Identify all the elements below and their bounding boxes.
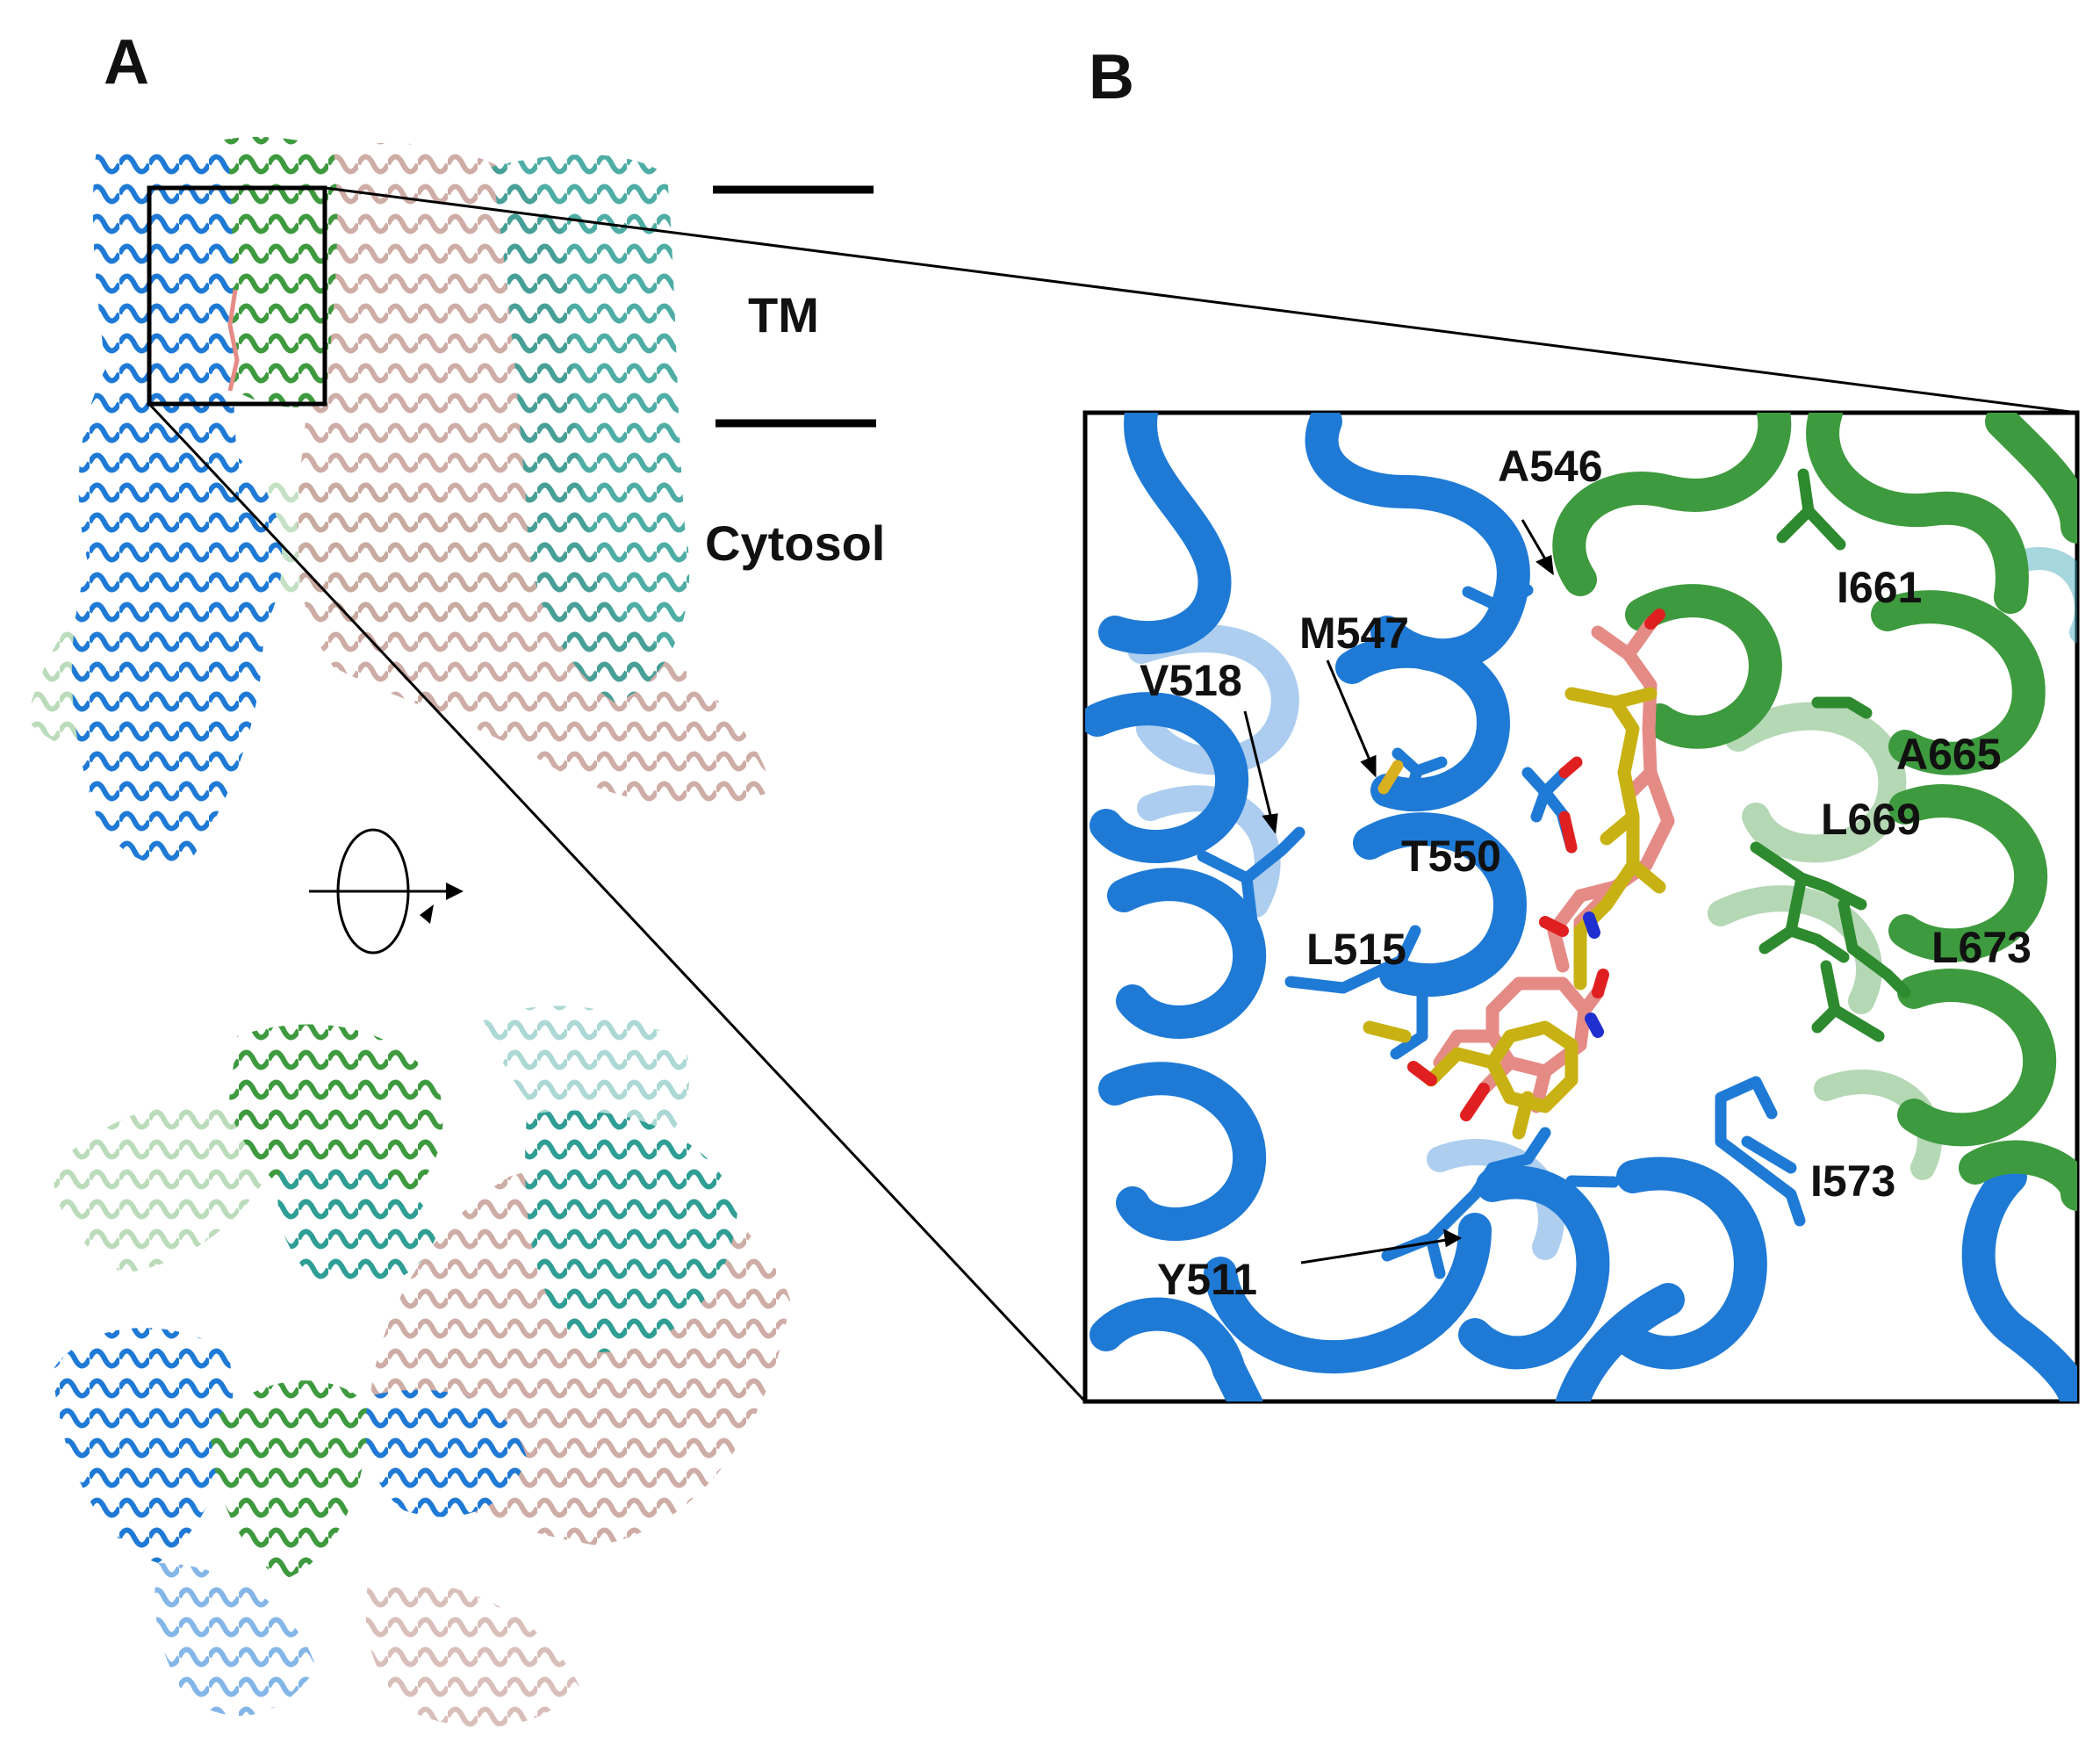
residue-label-a546: A546 bbox=[1498, 442, 1603, 491]
residue-label-v518: V518 bbox=[1140, 656, 1242, 705]
protein-top-view bbox=[53, 1005, 790, 1727]
residue-label-l515: L515 bbox=[1306, 925, 1406, 974]
zoom-box bbox=[147, 185, 327, 407]
panel-b-label: B bbox=[1089, 42, 1134, 112]
annotation-arrows bbox=[1243, 519, 1554, 1264]
tm-label: TM bbox=[748, 287, 819, 342]
binding-site-view bbox=[1085, 413, 2077, 1401]
rotation-arrow-icon bbox=[309, 828, 464, 955]
residue-label-a665: A665 bbox=[1896, 730, 2002, 779]
panel-a-label: A bbox=[104, 27, 149, 97]
projection-line-top bbox=[324, 186, 2078, 414]
residue-label-i661: I661 bbox=[1837, 563, 1922, 612]
residue-label-t550: T550 bbox=[1401, 832, 1501, 881]
protein-side-view bbox=[26, 136, 773, 869]
residue-label-l673: L673 bbox=[1931, 923, 2032, 972]
projection-line-bottom bbox=[147, 402, 1087, 1403]
residue-label-i573: I573 bbox=[1810, 1156, 1895, 1206]
residue-label-y511: Y511 bbox=[1157, 1255, 1257, 1304]
cytosol-label: Cytosol bbox=[705, 515, 885, 571]
residue-label-l669: L669 bbox=[1821, 795, 1921, 844]
residue-label-m547: M547 bbox=[1299, 609, 1409, 658]
